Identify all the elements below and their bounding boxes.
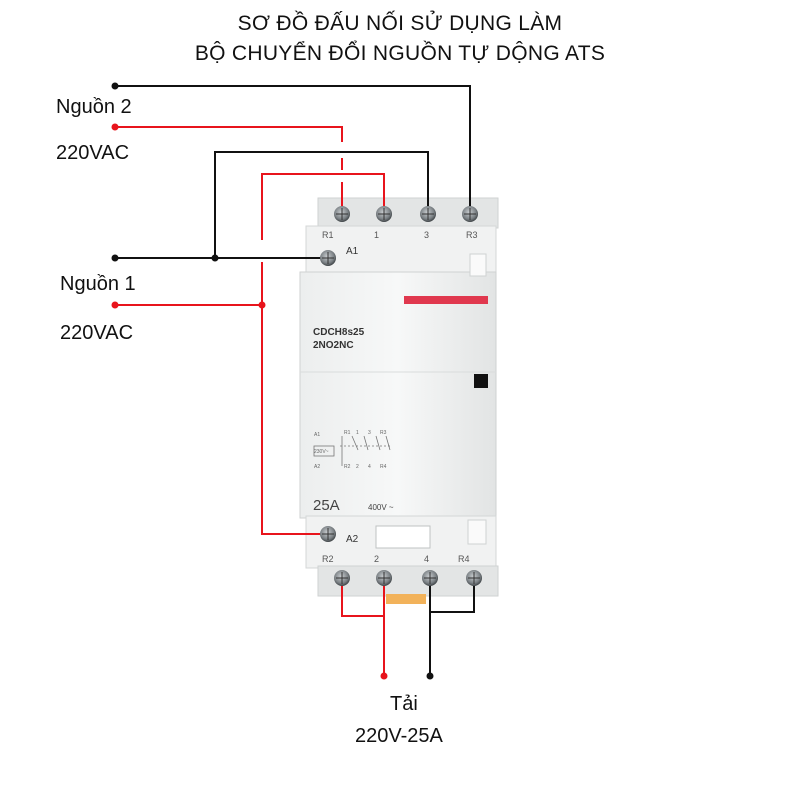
schematic-label: A1: [314, 432, 320, 438]
screw-bottom-4: [422, 570, 438, 586]
schematic-label: 3: [368, 430, 371, 436]
source1-voltage: 220VAC: [60, 322, 134, 344]
schematic-label: R3: [380, 430, 387, 436]
current-rating: 25A: [313, 497, 340, 514]
device-schematic-labels: A1 230V~ A2 R1 1 3 R3 R2 2 4 R4: [314, 430, 387, 470]
screw-bottom-r2: [334, 570, 350, 586]
schematic-label: R4: [380, 464, 387, 470]
terminal-label-bottom-r4: R4: [458, 554, 470, 564]
screw-bottom-r4: [466, 570, 482, 586]
manual-button: [474, 374, 488, 388]
source2-voltage: 220VAC: [56, 142, 130, 164]
neutral-wires: [115, 85, 475, 674]
schematic-label: A2: [314, 464, 320, 470]
schematic-label: 4: [368, 464, 371, 470]
coil-label-a1: A1: [346, 246, 359, 257]
screw-top-1: [376, 206, 392, 222]
model-line1: CDCH8s25: [313, 327, 365, 338]
coil-label-a2: A2: [346, 534, 359, 545]
schematic-label: 230V~: [314, 449, 329, 455]
diagram-title-line1: SƠ ĐỒ ĐẤU NỐI SỬ DỤNG LÀM: [237, 12, 563, 35]
device-schematic: [313, 435, 392, 466]
voltage-rating: 400V ~: [368, 503, 394, 512]
screw-coil-a1: [320, 250, 336, 266]
indicator-bar: [404, 296, 488, 304]
load-name: Tải: [390, 693, 418, 715]
screw-top-3: [420, 206, 436, 222]
load-rating: 220V-25A: [355, 725, 443, 747]
screw-top-r1: [334, 206, 350, 222]
screw-coil-a2: [320, 526, 336, 542]
diagram-title-line2: BỘ CHUYỂN ĐỔI NGUỒN TỰ DỘNG ATS: [194, 42, 606, 65]
live-wires: [115, 126, 385, 674]
schematic-label: R2: [344, 464, 351, 470]
schematic-label: R1: [344, 430, 351, 436]
terminal-label-top-r3: R3: [466, 230, 478, 240]
terminal-label-bottom-4: 4: [424, 554, 429, 564]
schematic-label: 2: [356, 464, 359, 470]
junction-dots: [111, 82, 434, 680]
terminal-label-bottom-r2: R2: [322, 554, 334, 564]
terminal-label-top-3: 3: [424, 230, 429, 240]
source2-name: Nguồn 2: [56, 96, 132, 118]
schematic-label: 1: [356, 430, 359, 436]
model-line2: 2NO2NC: [313, 340, 354, 351]
screw-bottom-2: [376, 570, 392, 586]
source1-name: Nguồn 1: [60, 273, 136, 295]
terminal-label-bottom-2: 2: [374, 554, 379, 564]
terminal-label-top-1: 1: [374, 230, 379, 240]
terminal-label-top-r1: R1: [322, 230, 334, 240]
terminal-screws: [320, 206, 482, 586]
screw-top-r3: [462, 206, 478, 222]
